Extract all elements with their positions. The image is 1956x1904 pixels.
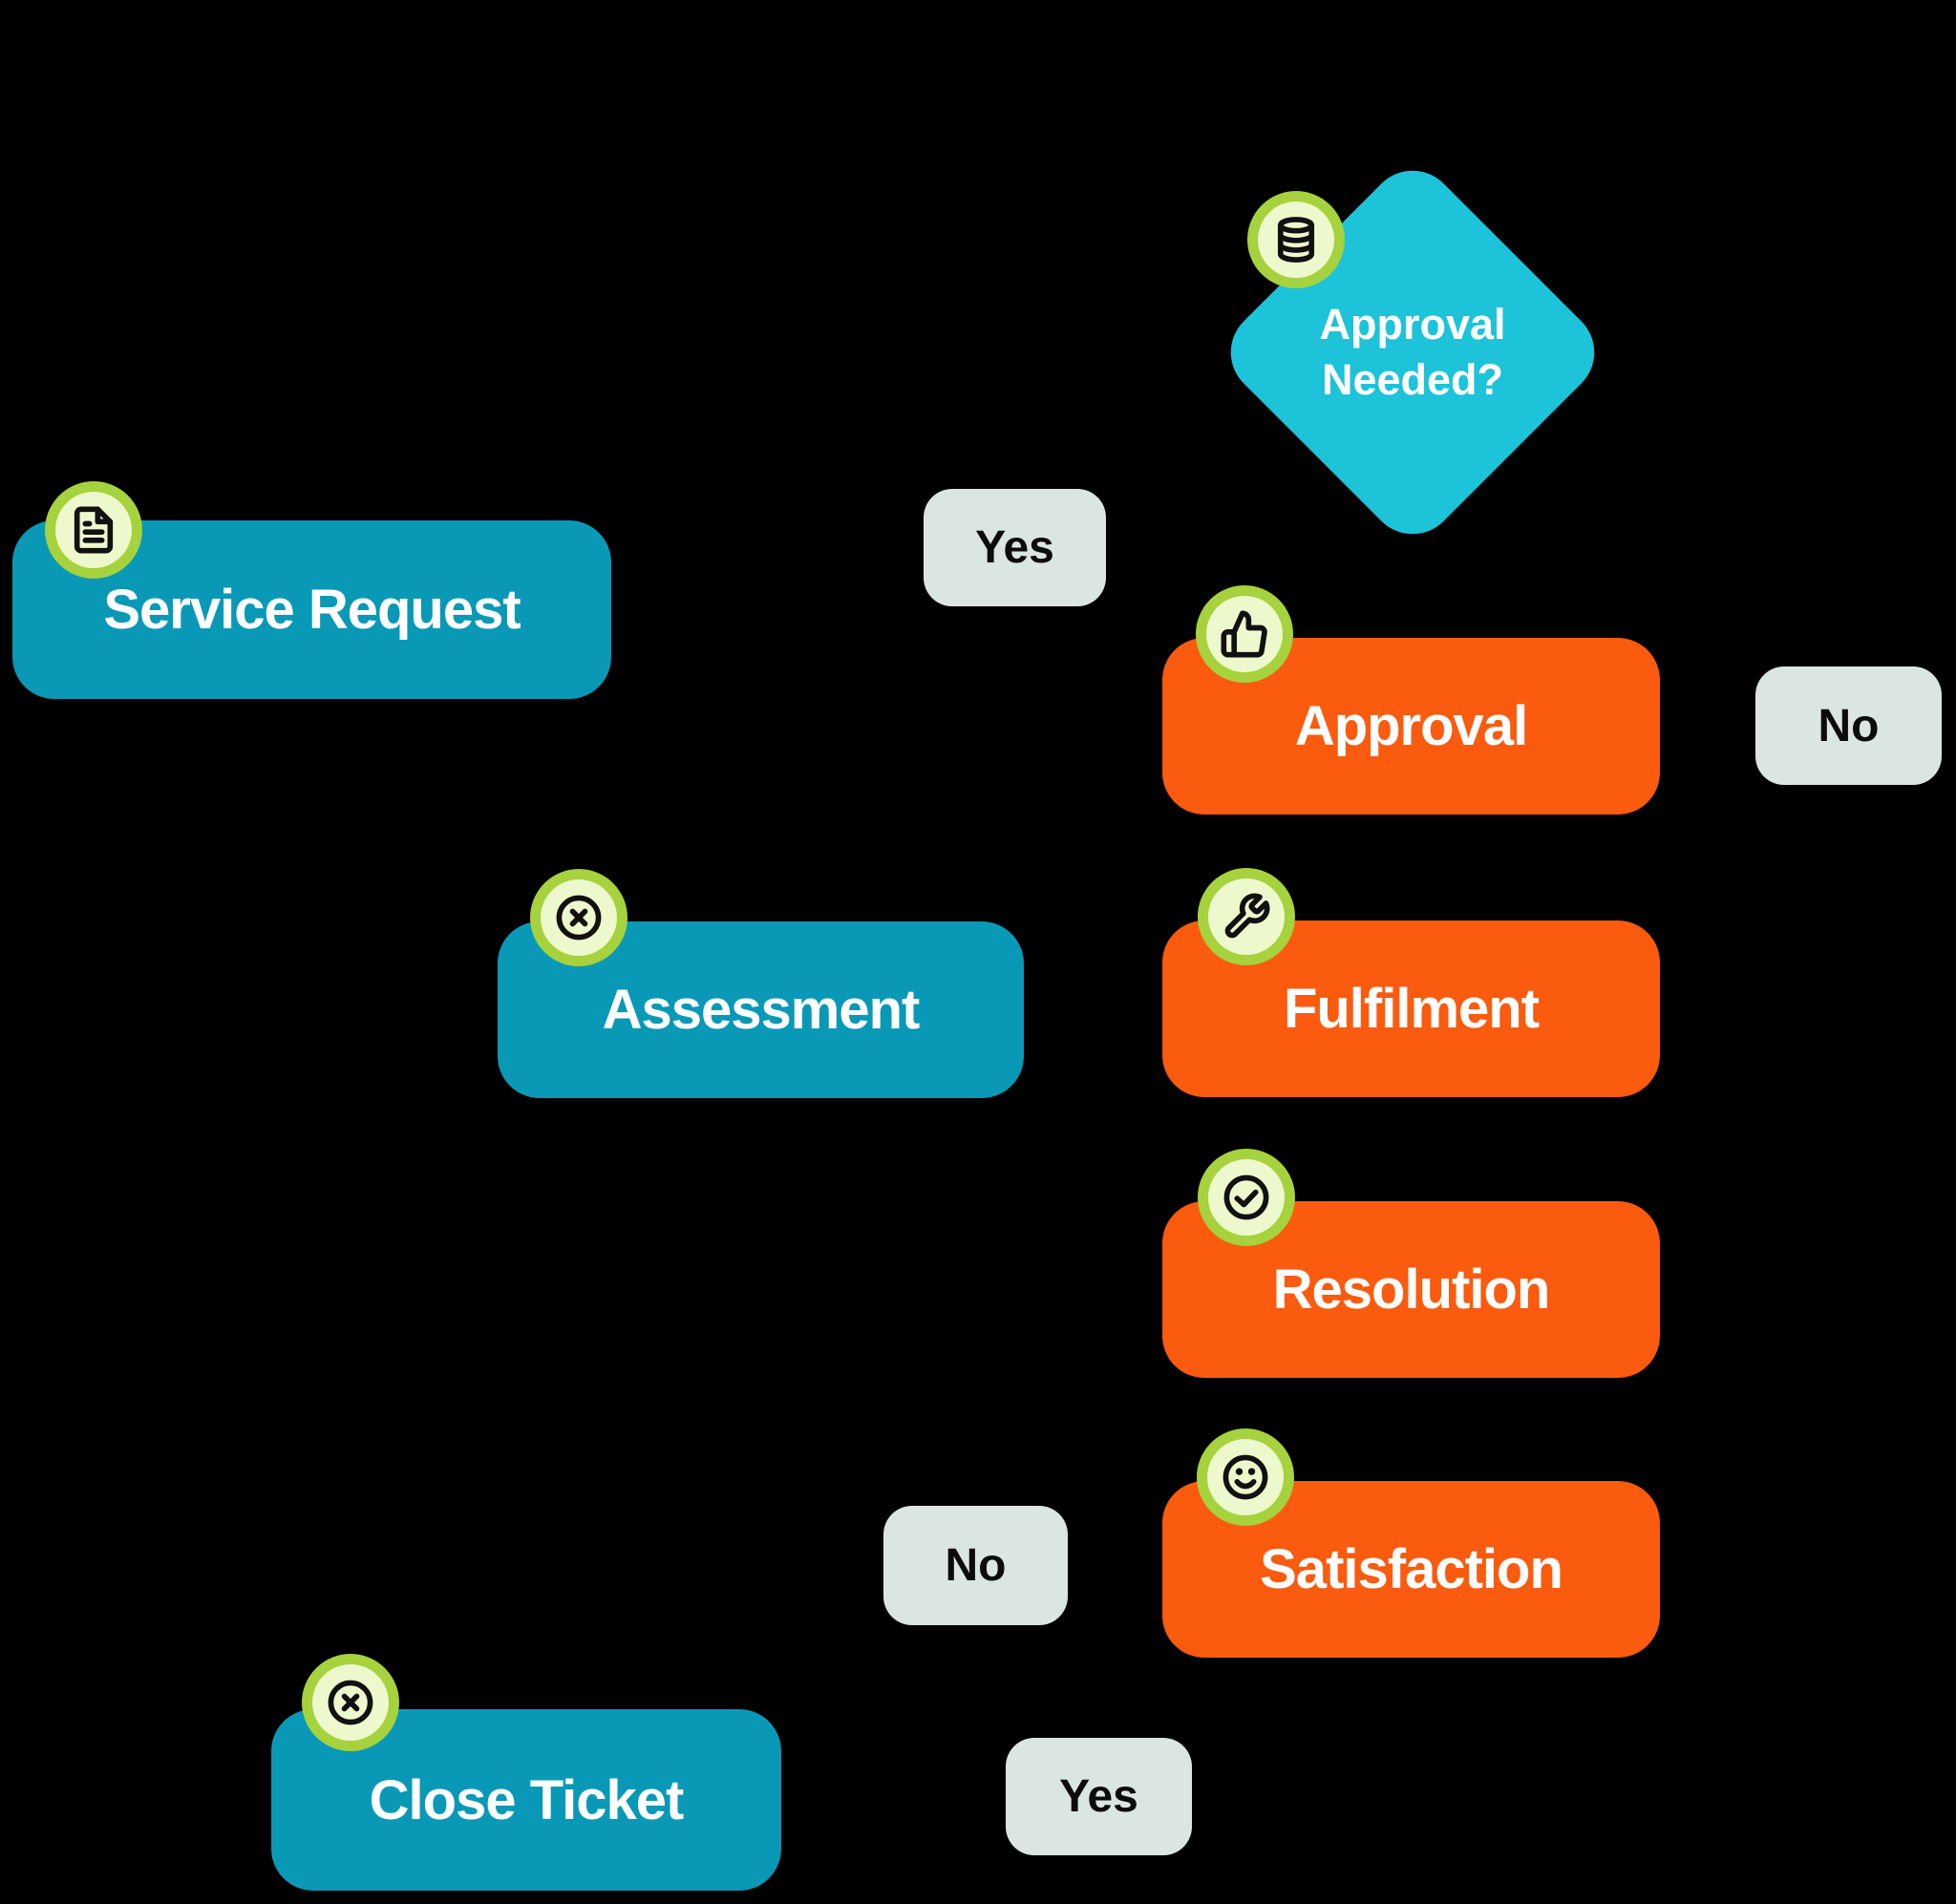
edge-label-text: No [945, 1540, 1007, 1591]
node-label: Resolution [1272, 1259, 1551, 1321]
edge-label-text: Yes [1059, 1771, 1138, 1822]
edge-label-no-right: No [1755, 666, 1942, 785]
node-label: Approval Needed? [1319, 299, 1506, 405]
smile-icon [1197, 1428, 1294, 1526]
node-assessment: Assessment [498, 869, 1024, 1098]
check-circle-icon [1198, 1149, 1295, 1246]
node-label: Approval [1294, 695, 1528, 757]
node-label: Service Request [103, 579, 521, 641]
node-close-ticket: Close Ticket [271, 1654, 781, 1891]
edge-label-no-left: No [883, 1506, 1068, 1625]
thumbs-up-icon [1196, 585, 1293, 683]
database-icon [1247, 191, 1345, 288]
node-label: Assessment [602, 979, 921, 1041]
node-approval: Approval [1162, 585, 1660, 814]
node-label: Satisfaction [1260, 1538, 1563, 1600]
node-label: Fulfilment [1283, 978, 1540, 1040]
node-label: Close Ticket [369, 1768, 685, 1831]
node-approval-needed: Approval Needed? [1212, 152, 1613, 553]
node-satisfaction: Satisfaction [1162, 1428, 1660, 1658]
node-resolution: Resolution [1162, 1149, 1660, 1378]
x-circle-icon [302, 1654, 399, 1751]
node-fulfilment: Fulfilment [1162, 868, 1660, 1097]
edge-label-text: Yes [975, 522, 1054, 573]
node-service-request: Service Request [12, 481, 611, 699]
document-icon [45, 481, 142, 579]
edge-label-yes-top: Yes [924, 489, 1106, 606]
x-circle-icon [530, 869, 627, 966]
wrench-icon [1198, 868, 1295, 965]
edge-label-yes-bottom: Yes [1006, 1738, 1192, 1855]
edge-label-text: No [1818, 700, 1880, 751]
